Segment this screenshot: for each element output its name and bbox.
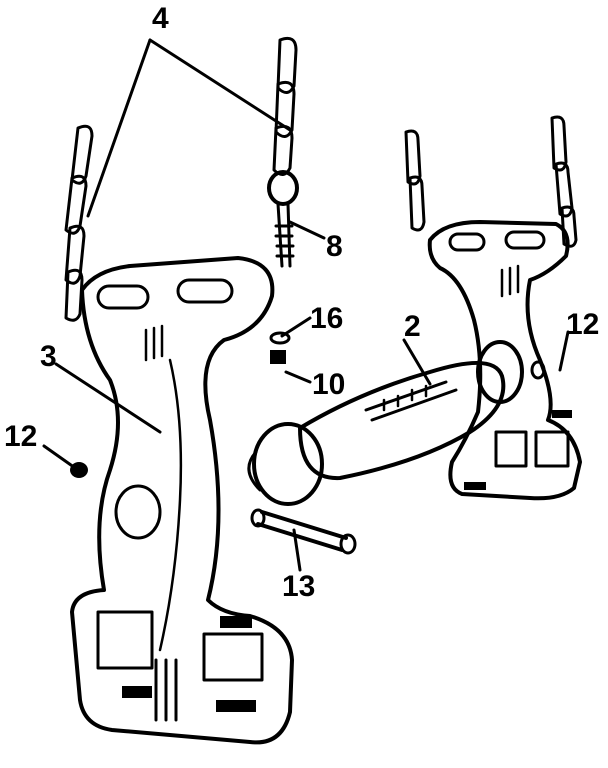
washer-16 (269, 331, 291, 345)
center-chain (267, 36, 299, 206)
callout-12-left: 12 (4, 420, 37, 453)
axle-pin (250, 508, 357, 555)
nut-10 (270, 350, 286, 364)
right-rear-chain-right (550, 115, 578, 248)
callout-12-right: 12 (566, 308, 599, 341)
rear-seat (427, 220, 582, 501)
callout-2: 2 (404, 310, 421, 343)
callout-10: 10 (312, 368, 345, 401)
callout-8: 8 (326, 230, 343, 263)
callout-3: 3 (40, 340, 57, 373)
callout-16: 16 (310, 302, 343, 335)
glider-bar (247, 340, 524, 506)
nut-12-right (530, 360, 546, 380)
callout-13: 13 (282, 570, 315, 603)
right-rear-chain-left (404, 129, 426, 232)
front-seat (70, 256, 294, 745)
callout-4: 4 (152, 2, 169, 35)
leader-lines (42, 38, 570, 572)
eye-bolt (274, 202, 295, 268)
left-front-chain (64, 124, 94, 322)
